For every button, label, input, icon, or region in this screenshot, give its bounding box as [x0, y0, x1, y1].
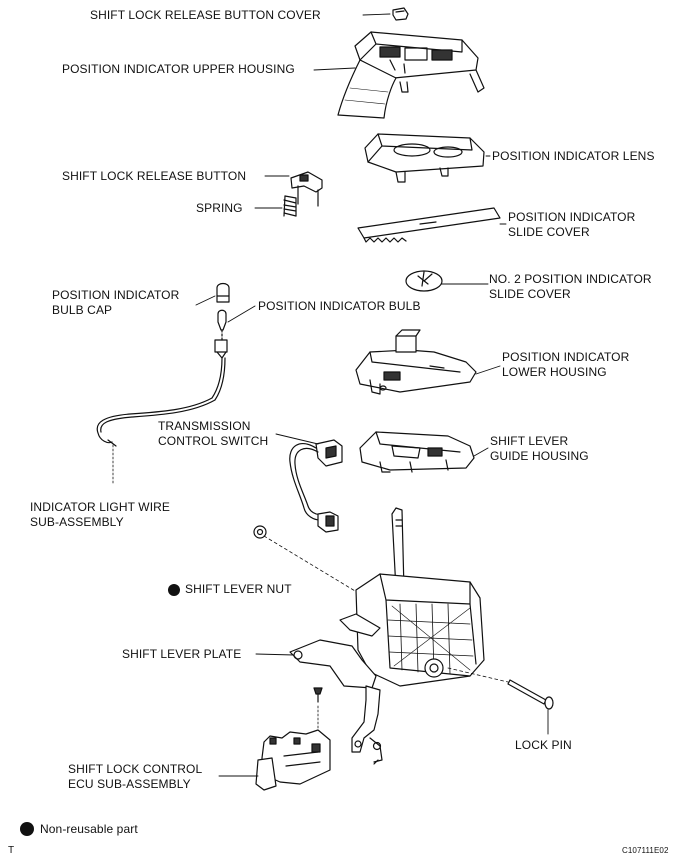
spring-part: [283, 195, 297, 217]
label-shift-lock-control-ecu-sub-assembly: SHIFT LOCK CONTROL ECU SUB-ASSEMBLY: [68, 762, 203, 791]
label-indicator-light-wire-sub-assembly: INDICATOR LIGHT WIRE SUB-ASSEMBLY: [30, 500, 171, 529]
position-indicator-slide-cover-part: [357, 207, 501, 243]
shift-lock-release-button-part: [290, 171, 323, 207]
label-spring: SPRING: [196, 201, 243, 215]
bulb-cap-part: [216, 282, 230, 303]
shift-lock-ecu-part: [255, 687, 331, 791]
no2-position-indicator-slide-cover-part: [405, 270, 443, 292]
label-lock-pin: LOCK PIN: [515, 738, 572, 752]
shift-lever-nut-part: [253, 525, 371, 601]
leader-lines: [195, 13, 549, 777]
label-position-indicator-upper-housing: POSITION INDICATOR UPPER HOUSING: [62, 62, 295, 76]
label-shift-lever-plate: SHIFT LEVER PLATE: [122, 647, 242, 661]
label-shift-lever-guide-housing: SHIFT LEVER GUIDE HOUSING: [490, 434, 589, 463]
label-position-indicator-slide-cover: POSITION INDICATOR SLIDE COVER: [508, 210, 636, 239]
label-shift-lock-release-button: SHIFT LOCK RELEASE BUTTON: [62, 169, 247, 183]
label-position-indicator-lens: POSITION INDICATOR LENS: [492, 149, 655, 163]
label-shift-lever-nut: SHIFT LEVER NUT: [185, 582, 292, 596]
bulb-part: [217, 309, 227, 331]
label-position-indicator-bulb: POSITION INDICATOR BULB: [258, 299, 421, 313]
legend-non-reusable-label: Non-reusable part: [40, 822, 138, 836]
label-position-indicator-lower-housing: POSITION INDICATOR LOWER HOUSING: [502, 350, 630, 379]
label-no2-position-indicator-slide-cover: NO. 2 POSITION INDICATOR SLIDE COVER: [489, 272, 652, 301]
position-indicator-lens-part: [364, 133, 485, 183]
legend-non-reusable-icon: [20, 822, 34, 836]
figure-code: C107111E02: [622, 846, 669, 855]
position-indicator-upper-housing-part: [337, 31, 485, 119]
corner-mark: T: [8, 845, 15, 856]
shift-lever-assembly-part: [289, 507, 485, 765]
lock-pin-part: [447, 667, 554, 710]
shift-lock-release-button-cover-part: [392, 7, 409, 21]
transmission-control-switch-part: [289, 439, 343, 533]
label-transmission-control-switch: TRANSMISSION CONTROL SWITCH: [158, 419, 269, 448]
indicator-light-wire-part: [96, 329, 228, 485]
shift-lever-guide-housing-part: [359, 431, 475, 473]
label-shift-lock-release-button-cover: SHIFT LOCK RELEASE BUTTON COVER: [90, 8, 321, 22]
position-indicator-lower-housing-part: [355, 329, 477, 395]
non-reusable-marker-icon: [168, 584, 180, 596]
label-position-indicator-bulb-cap: POSITION INDICATOR BULB CAP: [52, 288, 180, 317]
